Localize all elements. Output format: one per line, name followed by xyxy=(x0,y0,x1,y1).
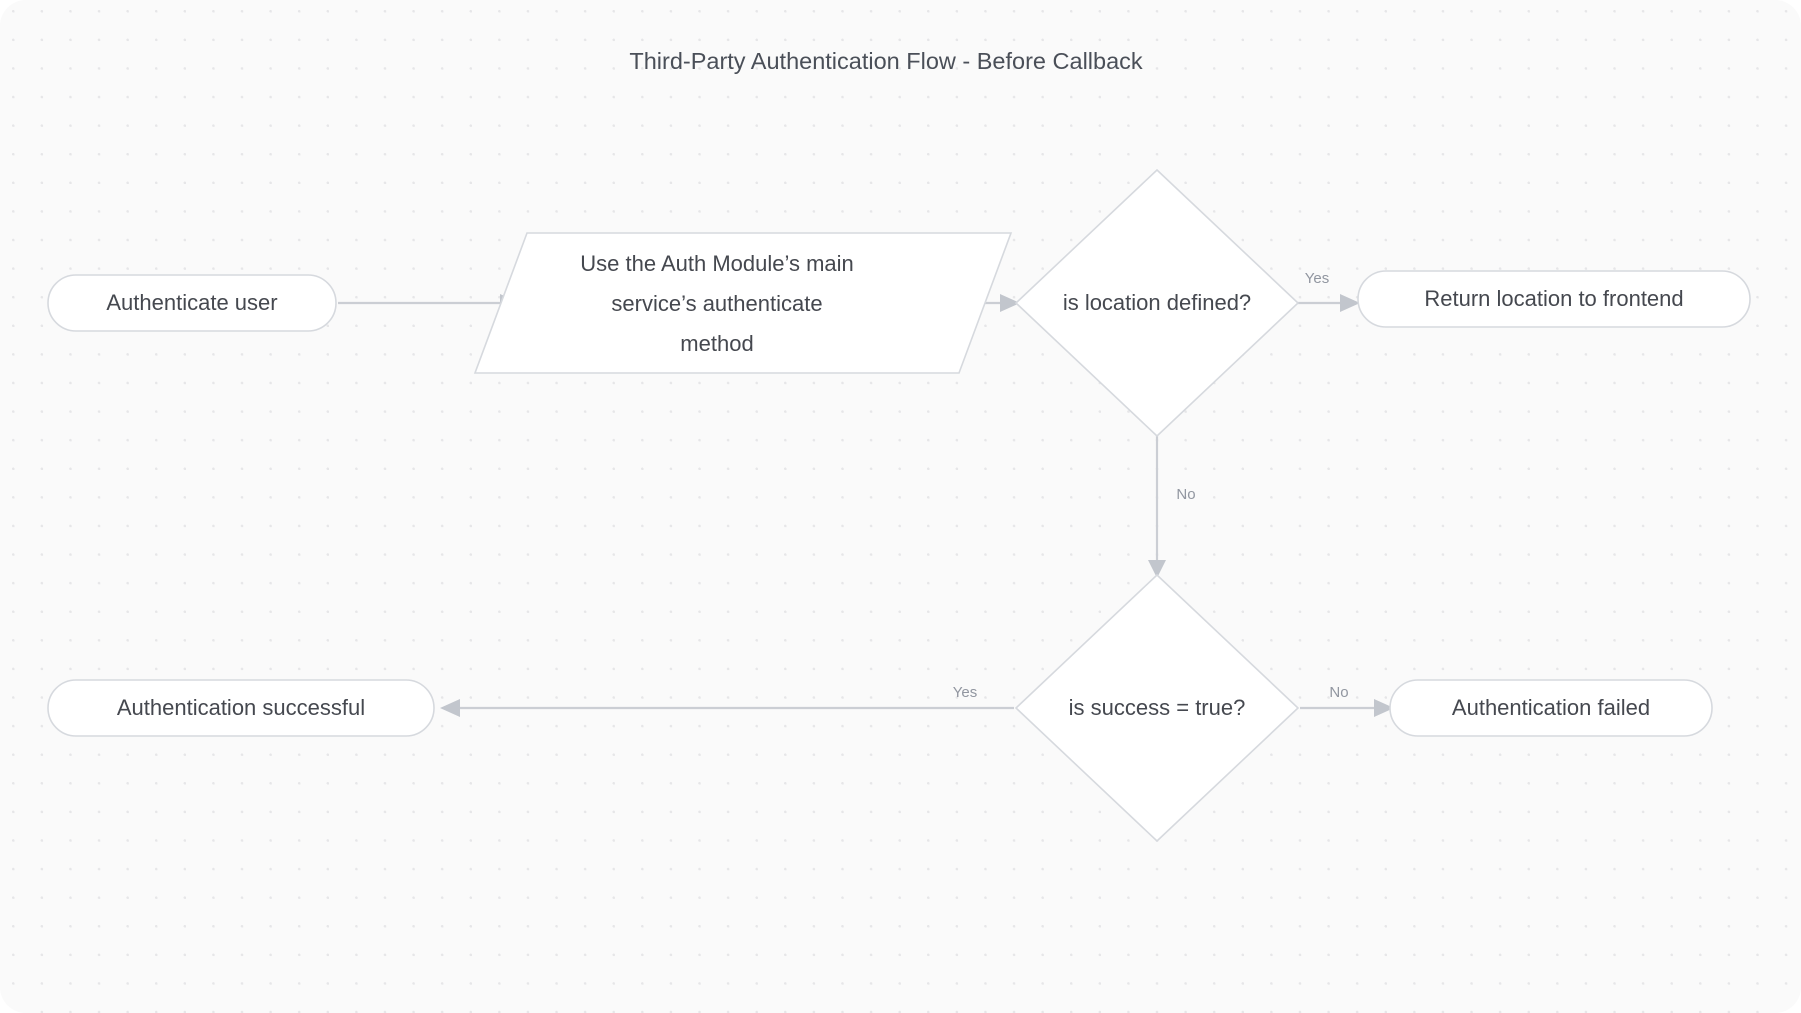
node-label: Return location to frontend xyxy=(1424,286,1683,311)
node-label: Authentication successful xyxy=(117,695,365,720)
arrowhead-icon xyxy=(1340,294,1360,312)
arrowhead-icon xyxy=(1374,699,1394,717)
node-shape-diamond xyxy=(1014,573,1300,843)
edge-authenticate-to-module[interactable] xyxy=(338,294,520,312)
node-is-location-defined[interactable]: is location defined? xyxy=(1014,168,1300,438)
node-label-line-1: Use the Auth Module’s main xyxy=(580,251,854,276)
node-label: Authenticate user xyxy=(106,290,277,315)
node-label: is success = true? xyxy=(1069,695,1246,720)
node-layer: Authenticate user Use the Auth Module’s … xyxy=(47,168,1751,843)
node-label: is location defined? xyxy=(1063,290,1251,315)
node-authentication-successful[interactable]: Authentication successful xyxy=(47,679,435,737)
node-shape-stadium xyxy=(47,679,435,737)
edge-label-yes: Yes xyxy=(1305,270,1329,287)
diagram-title: Third-Party Authentication Flow - Before… xyxy=(629,48,1143,74)
node-shape-stadium xyxy=(1389,679,1713,737)
node-shape-stadium xyxy=(47,274,337,332)
edge-label-no: No xyxy=(1176,486,1195,503)
edge-success-no[interactable]: No xyxy=(1300,684,1394,717)
edge-location-yes[interactable]: Yes xyxy=(1298,270,1360,312)
node-shape-stadium xyxy=(1357,270,1751,328)
node-shape-parallelogram xyxy=(473,232,1013,374)
arrowhead-icon xyxy=(1148,560,1166,578)
node-return-location[interactable]: Return location to frontend xyxy=(1357,270,1751,328)
node-is-success-true[interactable]: is success = true? xyxy=(1014,573,1300,843)
edge-label-yes: Yes xyxy=(953,684,977,701)
edge-location-no[interactable]: No xyxy=(1148,436,1196,578)
arrowhead-icon xyxy=(440,699,460,717)
node-label-line-2: service’s authenticate xyxy=(611,291,822,316)
edge-label-no: No xyxy=(1329,684,1348,701)
edge-success-yes[interactable]: Yes xyxy=(440,684,1014,717)
node-label-line-3: method xyxy=(680,331,753,356)
edge-layer: Yes No Yes No xyxy=(338,270,1394,717)
node-label: Authentication failed xyxy=(1452,695,1650,720)
node-authentication-failed[interactable]: Authentication failed xyxy=(1389,679,1713,737)
node-auth-module-method[interactable]: Use the Auth Module’s main service’s aut… xyxy=(473,232,1013,374)
node-authenticate-user[interactable]: Authenticate user xyxy=(47,274,337,332)
arrowhead-icon xyxy=(1000,294,1020,312)
node-shape-diamond xyxy=(1014,168,1300,438)
